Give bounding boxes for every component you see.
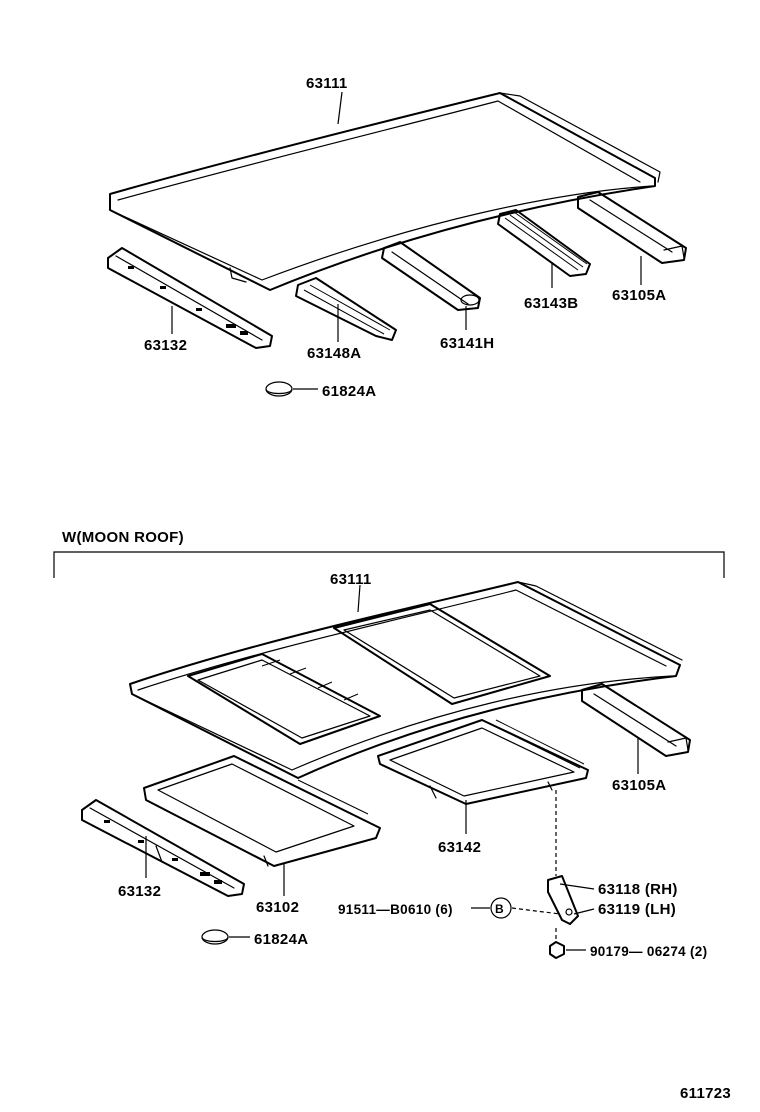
roof-panel-lower (129, 581, 683, 779)
label-sunroof-housing: 63142 (438, 839, 481, 856)
label-sunroof-reinforcement: 63102 (256, 899, 299, 916)
label-roof-bow-rear-upper: 63143B (524, 295, 578, 312)
sunroof-housing (377, 719, 589, 805)
section-title: W(MOON ROOF) (62, 529, 184, 546)
roof-bow-rear-upper (497, 209, 591, 277)
label-bracket-rh: 63118 (RH) (598, 881, 678, 898)
label-side-rail-upper: 63105A (612, 287, 666, 304)
roof-panel-upper (109, 92, 661, 291)
label-front-header-lower: 63132 (118, 883, 161, 900)
callout-b: B (490, 897, 512, 919)
plug-lower (201, 929, 229, 945)
figure-number: 611723 (680, 1085, 731, 1102)
upper-assembly: 63111 63105A 63143B 63141H 63148A 63132 … (107, 75, 687, 400)
label-front-header-upper: 63132 (144, 337, 187, 354)
nut (549, 941, 565, 959)
label-plug-lower: 61824A (254, 931, 308, 948)
side-rail-lower (581, 683, 691, 757)
roof-bow-front-upper (295, 277, 397, 341)
side-rail-upper (577, 191, 687, 264)
plug-upper (265, 381, 293, 397)
label-roof-bow-front-upper: 63148A (307, 345, 361, 362)
section-bracket (53, 551, 725, 578)
label-side-rail-lower: 63105A (612, 777, 666, 794)
label-bolt: 91511—B0610 (6) (338, 902, 453, 917)
sunroof-reinforcement (143, 755, 381, 867)
label-plug-upper: 61824A (322, 383, 376, 400)
front-header-lower (81, 799, 245, 897)
sunroof-bracket (547, 875, 579, 925)
label-roof-bow-center-upper: 63141H (440, 335, 494, 352)
label-nut: 90179— 06274 (2) (590, 944, 707, 959)
callout-b-letter: B (495, 902, 504, 916)
lower-assembly: W(MOON ROOF) (53, 529, 725, 959)
label-roof-panel-upper: 63111 (306, 75, 348, 92)
label-roof-panel-lower: 63111 (330, 571, 372, 588)
roof-bow-center-upper (381, 241, 481, 311)
label-bracket-lh: 63119 (LH) (598, 901, 676, 918)
front-header-upper (107, 247, 273, 349)
